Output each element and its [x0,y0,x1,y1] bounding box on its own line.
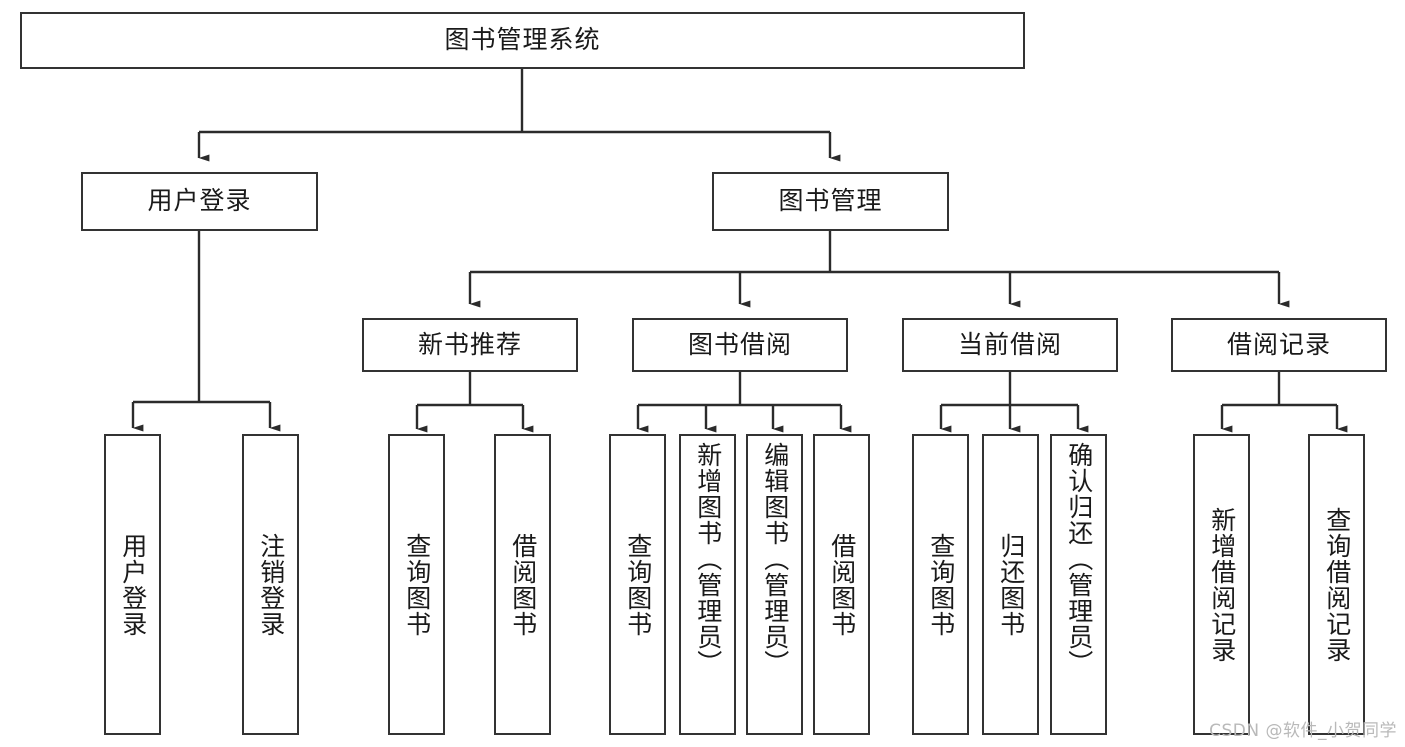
node-label: 图书管理系统 [444,25,601,55]
leaf-user-login-signout[interactable]: 注销登录 [242,434,299,735]
node-label: 当前借阅 [957,329,1062,359]
node-label-vertical: 借阅图书 [827,532,857,637]
node-current-borrow[interactable]: 当前借阅 [902,318,1118,372]
leaf-borrow-borrow-book[interactable]: 借阅图书 [813,434,870,735]
node-label: 用户登录 [147,186,252,216]
node-label-vertical: 用户登录 [118,532,148,637]
node-label-vertical: 新增借阅记录 [1207,506,1237,663]
node-label-vertical: 归还图书 [996,532,1026,637]
node-label: 图书管理 [778,186,883,216]
leaf-current-return-book[interactable]: 归还图书 [982,434,1039,735]
node-label-vertical: 编辑图书（管理员） [760,442,790,676]
node-book-management[interactable]: 图书管理 [712,172,949,231]
leaf-new-book-borrow[interactable]: 借阅图书 [494,434,551,735]
node-label-vertical: 查询图书 [402,532,432,637]
node-label-vertical: 新增图书（管理员） [693,442,723,676]
node-label-vertical: 查询图书 [926,532,956,637]
node-label-vertical: 借阅图书 [508,532,538,637]
leaf-user-login-signin[interactable]: 用户登录 [104,434,161,735]
node-label-vertical: 确认归还（管理员） [1064,442,1094,676]
leaf-new-book-query[interactable]: 查询图书 [388,434,445,735]
node-new-book-recommend[interactable]: 新书推荐 [362,318,578,372]
leaf-record-add-record[interactable]: 新增借阅记录 [1193,434,1250,735]
node-label-vertical: 查询图书 [623,532,653,637]
node-label: 图书借阅 [687,329,792,359]
leaf-borrow-add-book-admin[interactable]: 新增图书（管理员） [679,434,736,735]
node-borrow-record[interactable]: 借阅记录 [1171,318,1387,372]
leaf-current-query-book[interactable]: 查询图书 [912,434,969,735]
leaf-record-query-record[interactable]: 查询借阅记录 [1308,434,1365,735]
node-root-library-system[interactable]: 图书管理系统 [20,12,1025,69]
leaf-current-confirm-return-admin[interactable]: 确认归还（管理员） [1050,434,1107,735]
node-label-vertical: 查询借阅记录 [1322,506,1352,663]
csdn-watermark: CSDN @软件_小贺同学 [1209,721,1397,741]
node-label: 新书推荐 [417,329,522,359]
leaf-borrow-query-book[interactable]: 查询图书 [609,434,666,735]
node-label: 借阅记录 [1226,329,1331,359]
node-user-login[interactable]: 用户登录 [81,172,318,231]
node-book-borrow[interactable]: 图书借阅 [632,318,848,372]
leaf-borrow-edit-book-admin[interactable]: 编辑图书（管理员） [746,434,803,735]
node-label-vertical: 注销登录 [256,532,286,637]
